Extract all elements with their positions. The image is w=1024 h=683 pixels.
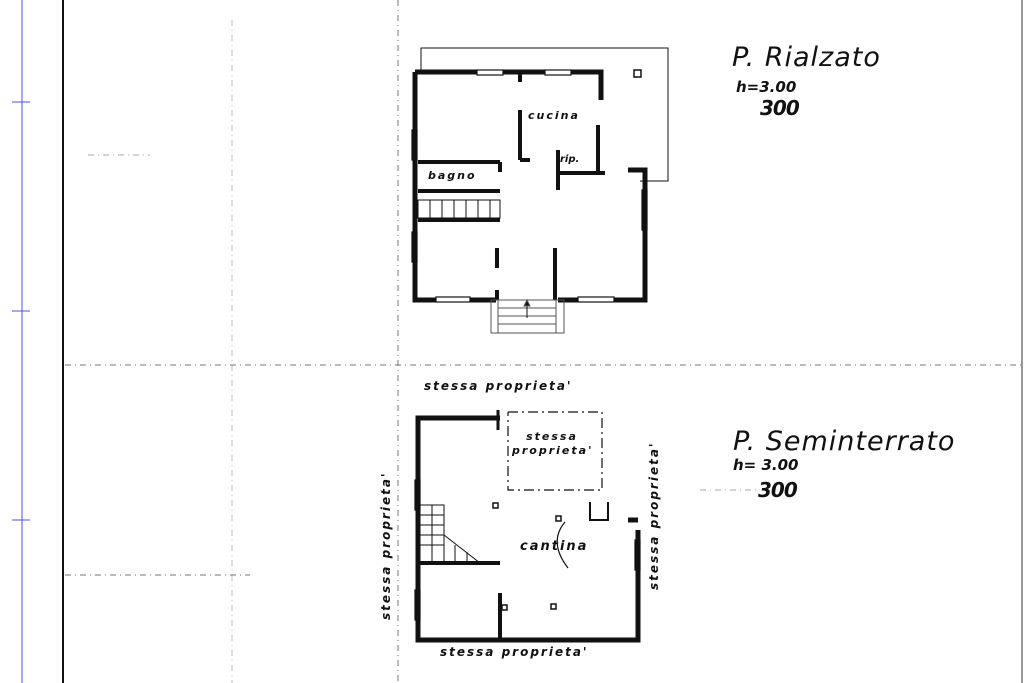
terrace-post bbox=[633, 69, 642, 78]
interior-stair bbox=[417, 199, 501, 219]
lower-floor-height: h= 3.00 bbox=[733, 456, 799, 474]
room-label-storage: rip. bbox=[560, 154, 580, 165]
entry-steps bbox=[490, 298, 565, 334]
boundary-label-top: stessa proprieta' bbox=[424, 379, 573, 393]
upper-floor-scale: 300 bbox=[760, 96, 800, 120]
windows bbox=[414, 479, 641, 621]
construction-lines bbox=[65, 0, 1024, 683]
room-label-cellar: cantina bbox=[520, 539, 589, 554]
boundary-label-bottom: stessa proprieta' bbox=[440, 645, 589, 659]
lower-floor-title: P. Seminterrato bbox=[733, 426, 956, 457]
columns bbox=[492, 502, 609, 611]
boundary-label-right: stessa proprieta' bbox=[647, 441, 661, 590]
windows bbox=[411, 69, 648, 303]
interior-walls bbox=[418, 72, 605, 300]
lower-floor-scale: 300 bbox=[758, 478, 798, 502]
boundary-label-left: stessa proprieta' bbox=[379, 471, 393, 620]
terrace-outline bbox=[420, 47, 669, 182]
lower-floor-plan bbox=[414, 410, 641, 643]
upper-floor-plan bbox=[411, 47, 669, 334]
basement-stair bbox=[419, 504, 481, 564]
interior-walls bbox=[420, 561, 502, 640]
outer-walls bbox=[415, 415, 641, 643]
outer-walls bbox=[412, 69, 648, 303]
room-label-bathroom: bagno bbox=[428, 169, 477, 182]
upper-floor-height: h=3.00 bbox=[736, 78, 797, 96]
room-label-kitchen: cucina bbox=[528, 109, 580, 122]
neighbour-boundary bbox=[507, 411, 603, 491]
upper-floor-title: P. Rialzato bbox=[732, 42, 881, 73]
boundary-label-inner: stessa proprieta' bbox=[512, 430, 594, 457]
page-margin bbox=[12, 0, 30, 683]
